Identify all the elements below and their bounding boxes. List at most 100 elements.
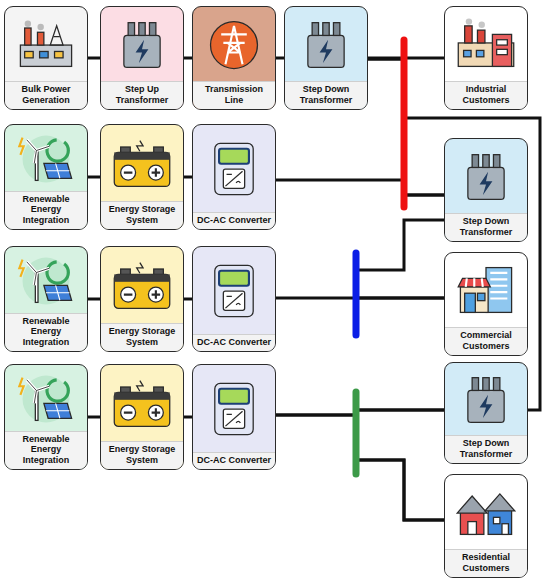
transformer-icon (110, 16, 174, 72)
icon-holder (445, 253, 527, 327)
icon-holder (445, 475, 527, 549)
icon-shape (323, 23, 329, 36)
battery-icon (110, 257, 174, 313)
icon-holder (445, 363, 527, 435)
component-box: Step Down Transformer (444, 362, 528, 464)
icon-shape (477, 293, 484, 300)
node-label: Bulk Power Generation (5, 81, 87, 109)
component-box: Renewable Energy Integration (4, 364, 88, 470)
icon-shape (466, 278, 483, 287)
battery-icon (110, 375, 174, 431)
icon-shape (19, 138, 23, 155)
tower-icon (202, 16, 266, 72)
icon-shape (114, 152, 169, 186)
component-box: DC-AC Converter (192, 246, 276, 352)
icon-shape (465, 293, 476, 312)
power-line (184, 298, 192, 301)
icon-shape (136, 40, 149, 63)
component-box: Energy Storage System (100, 364, 184, 470)
icon-shape (149, 23, 155, 36)
icon-shape (124, 290, 160, 299)
residential-icon (454, 484, 518, 540)
icon-shape (480, 395, 493, 418)
icon-shape (114, 152, 169, 159)
icon-shape (225, 172, 242, 187)
node-label: Step Down Transformer (445, 213, 527, 241)
blue-bus (353, 253, 360, 335)
node-label: DC-AC Converter (193, 334, 275, 351)
transformer-icon (294, 16, 358, 72)
icon-shape (477, 30, 484, 43)
battery-icon (110, 135, 174, 191)
icon-shape (46, 403, 69, 418)
icon-shape (497, 40, 508, 45)
icon-shape (139, 23, 145, 36)
red-bus (401, 40, 408, 207)
icon-shape (472, 378, 478, 391)
node-label: Transmission Line (193, 81, 275, 109)
icon-shape (20, 45, 71, 66)
node-label: Industrial Customers (445, 81, 527, 109)
power-line (276, 415, 444, 520)
icon-shape (227, 175, 241, 184)
icon-shape (215, 384, 253, 435)
component-box: Commercial Customers (444, 252, 528, 356)
icon-shape (227, 415, 241, 424)
icon-shape (221, 26, 247, 64)
icon-shape (47, 140, 68, 161)
dcac-icon (202, 380, 266, 436)
component-box: Transmission Line (192, 6, 276, 110)
component-box: Energy Storage System (100, 246, 184, 352)
node-label: Energy Storage System (101, 323, 183, 351)
icon-shape (46, 285, 69, 300)
icon-shape (480, 172, 493, 195)
node-label: Renewable Energy Integration (5, 191, 87, 229)
icon-holder (445, 7, 527, 81)
icon-shape (483, 378, 489, 391)
icon-shape (312, 23, 318, 36)
icon-shape (219, 149, 249, 164)
icon-shape (479, 22, 485, 28)
icon-shape (27, 262, 49, 285)
component-box: Step Down Transformer (284, 6, 368, 110)
component-box: Renewable Energy Integration (4, 246, 88, 352)
icon-shape (137, 381, 143, 392)
dcac-icon (202, 140, 266, 196)
icon-shape (502, 524, 508, 535)
component-box: Residential Customers (444, 474, 528, 578)
power-line (184, 176, 192, 179)
node-label: Energy Storage System (101, 201, 183, 229)
component-box: Renewable Energy Integration (4, 124, 88, 230)
icon-shape (465, 26, 472, 43)
node-label: Residential Customers (445, 549, 527, 577)
icon-shape (25, 28, 31, 45)
power-line (88, 416, 100, 419)
icon-shape (37, 24, 43, 30)
power-line (356, 220, 444, 298)
icon-shape (468, 168, 504, 200)
icon-shape (124, 408, 160, 417)
icon-holder (193, 7, 275, 81)
icon-shape (27, 140, 49, 163)
icon-shape (128, 23, 134, 36)
icon-shape (215, 144, 253, 195)
node-label: DC-AC Converter (193, 452, 275, 469)
node-label: Commercial Customers (445, 327, 527, 355)
power-line (356, 410, 444, 520)
icon-holder (101, 125, 183, 201)
icon-holder (101, 247, 183, 323)
icon-holder (193, 247, 275, 334)
renew-icon (14, 130, 78, 186)
icon-shape (19, 260, 23, 277)
icon-shape (225, 294, 242, 309)
node-label: Renewable Energy Integration (5, 431, 87, 469)
icon-shape (27, 380, 49, 403)
icon-shape (466, 19, 472, 25)
icon-shape (47, 380, 68, 401)
icon-shape (464, 51, 471, 57)
icon-shape (37, 32, 43, 45)
icon-shape (227, 297, 241, 306)
icon-shape (40, 52, 49, 58)
icon-holder (5, 247, 87, 313)
node-label: Energy Storage System (101, 441, 183, 469)
